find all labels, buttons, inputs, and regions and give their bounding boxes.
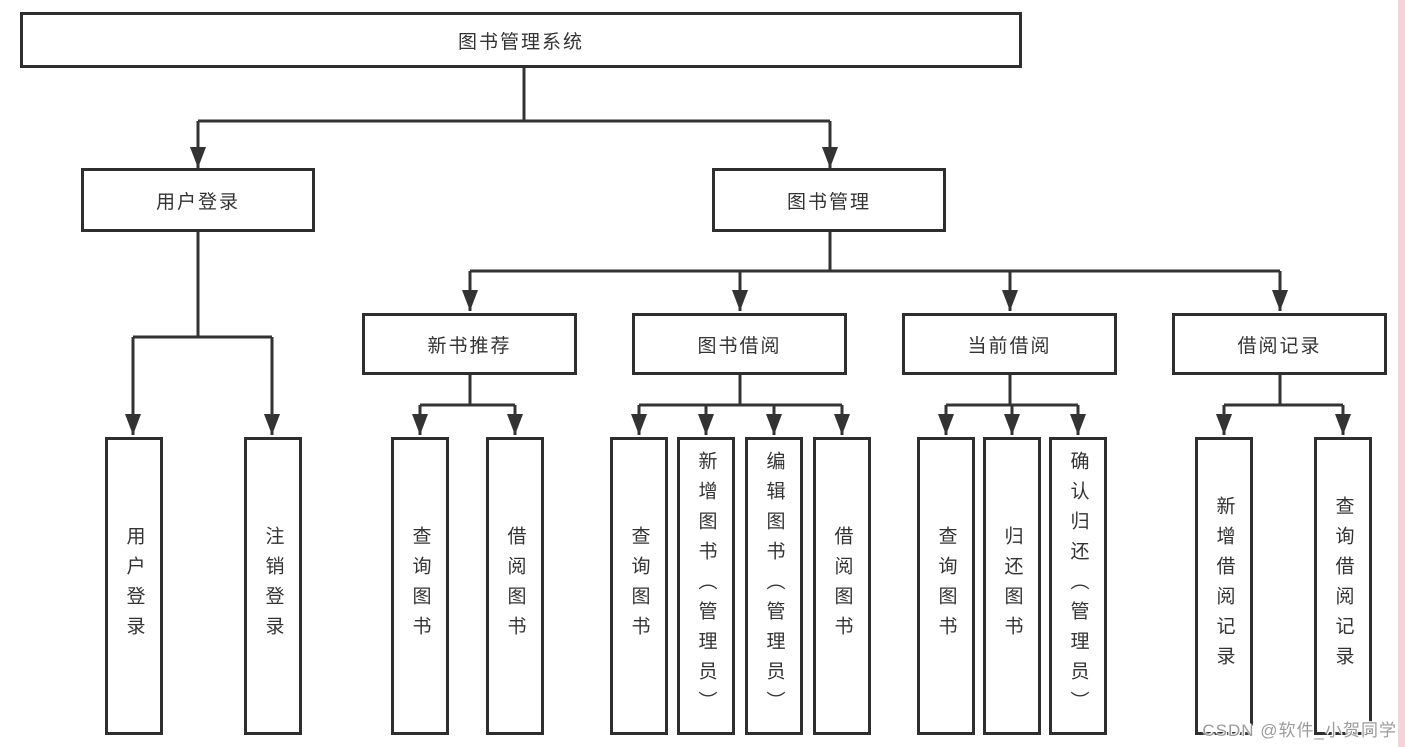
leaf-return-book: 归还图书 [983,437,1041,735]
node-label: 图书管理 [786,191,871,213]
node-book-borrow: 图书借阅 [632,313,847,375]
connector-section-2-children [938,375,1086,435]
connector-book-management-sections [462,232,1288,311]
node-label: 查询图书 [935,526,957,646]
node-new-book-recommend: 新书推荐 [362,313,577,375]
node-label: 确认归还（管理员） [1067,451,1089,721]
node-label: 图书借阅 [697,335,782,357]
connector-section-0-children [412,375,523,435]
node-label: 用户登录 [155,191,240,213]
node-label: 归还图书 [1001,526,1023,646]
leaf-add-borrow-record: 新增借阅记录 [1195,437,1253,735]
node-book-management: 图书管理 [712,168,946,232]
connector-section-1-children [631,375,850,435]
leaf-query-books-1: 查询图书 [391,437,449,735]
leaf-query-books-2: 查询图书 [610,437,668,735]
leaf-edit-book-admin: 编辑图书（管理员） [745,437,803,735]
node-label: 注销登录 [262,526,284,646]
connector-root-to-level2 [190,68,838,168]
connector-section-3-children [1216,375,1351,435]
leaf-query-books-3: 查询图书 [917,437,975,735]
node-label: 当前借阅 [967,335,1052,357]
node-label: 新书推荐 [427,335,512,357]
node-library-management-system: 图书管理系统 [20,12,1022,68]
csdn-watermark: CSDN @软件_小贺同学 [1202,721,1397,740]
node-user-login: 用户登录 [81,168,315,232]
leaf-add-book-admin: 新增图书（管理员） [677,437,735,735]
leaf-query-borrow-record: 查询借阅记录 [1314,437,1372,735]
node-label: 借阅图书 [504,526,526,646]
leaf-confirm-return-admin: 确认归还（管理员） [1049,437,1107,735]
leaf-user-login: 用户登录 [105,437,163,735]
node-label: 新增借阅记录 [1213,496,1235,676]
node-label: 用户登录 [123,526,145,646]
node-label: 查询借阅记录 [1332,496,1354,676]
node-label: 借阅记录 [1237,335,1322,357]
leaf-borrow-books-1: 借阅图书 [486,437,544,735]
node-label: 新增图书（管理员） [695,451,717,721]
leaf-logout: 注销登录 [244,437,302,735]
right-edge-strip [1398,0,1405,747]
node-current-borrow: 当前借阅 [902,313,1117,375]
node-borrow-records: 借阅记录 [1172,313,1387,375]
node-label: 图书管理系统 [457,31,584,53]
node-label: 借阅图书 [831,526,853,646]
node-label: 编辑图书（管理员） [763,451,785,721]
node-label: 查询图书 [628,526,650,646]
node-label: 查询图书 [409,526,431,646]
connector-user-login-children [125,232,280,435]
leaf-borrow-books-2: 借阅图书 [813,437,871,735]
